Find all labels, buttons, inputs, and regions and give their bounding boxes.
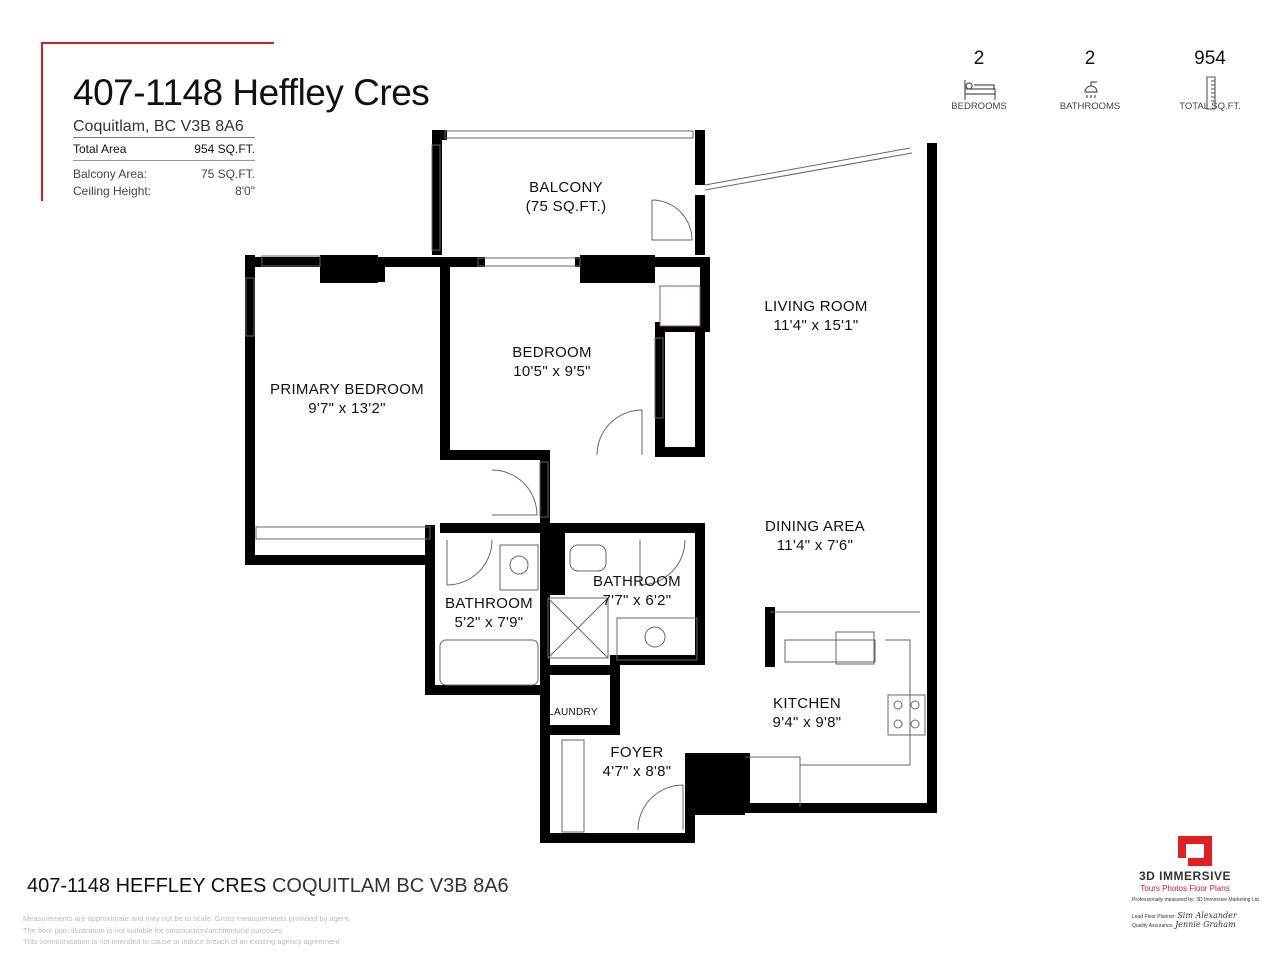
room-living: LIVING ROOM 11'4" x 15'1"	[764, 297, 867, 335]
total-area-label: Total Area	[73, 142, 127, 156]
room-name: LIVING ROOM	[764, 298, 868, 315]
room-size: 9'4" x 9'8"	[772, 714, 842, 731]
total-area-value: 954 SQ.FT.	[194, 142, 255, 156]
property-city: Coquitlam, BC V3B 8A6	[73, 118, 255, 138]
sqft-count: 954	[1194, 48, 1226, 69]
room-name: BATHROOM	[593, 573, 681, 590]
shower-icon	[1084, 81, 1098, 98]
lead-planner-signature: Sim Alexander	[1177, 911, 1237, 920]
stat-sqft: 954 TOTAL SQ.FT.	[1160, 48, 1260, 112]
room-size: 7'7" x 6'2"	[602, 592, 672, 609]
room-kitchen: KITCHEN 9'4" x 9'8"	[773, 694, 842, 732]
balcony-area-value: 75 SQ.FT.	[200, 167, 255, 181]
footer-address-city: COQUITLAM BC V3B 8A6	[271, 875, 509, 897]
room-bathroom-2: BATHROOM 7'7" x 6'2"	[593, 572, 681, 610]
room-name: KITCHEN	[773, 695, 841, 712]
walls	[245, 130, 937, 843]
column	[580, 255, 655, 283]
fixtures	[245, 130, 926, 833]
room-name: LAUNDRY	[548, 707, 598, 718]
balcony-area-label: Balcony Area:	[73, 167, 148, 181]
lead-planner-label: Lead Floor Planner:	[1132, 914, 1176, 920]
room-name: BALCONY	[529, 179, 603, 196]
room-size: 9'7" x 13'2"	[308, 400, 386, 417]
lead-planner: Lead Floor Planner: Sim Alexander	[1132, 911, 1237, 920]
bathrooms-count: 2	[1084, 48, 1096, 69]
ceiling-height-row: Ceiling Height: 8'0"	[73, 184, 255, 198]
room-primary-bedroom: PRIMARY BEDROOM 9'7" x 13'2"	[270, 380, 424, 418]
footer-address: 407-1148 HEFFLEY CRES COQUITLAM BC V3B 8…	[27, 875, 509, 898]
bathrooms-label: BATHROOMS	[1059, 101, 1121, 112]
accent-line-top	[41, 42, 274, 44]
brand-logo-icon	[1178, 836, 1212, 866]
room-bedroom: BEDROOM 10'5" x 9'5"	[512, 343, 592, 381]
disclaimer-line: Measurements are approximate and may not…	[23, 914, 351, 923]
ruler-icon	[1206, 76, 1216, 110]
accent-line-left	[41, 42, 43, 201]
bedrooms-label: BEDROOMS	[951, 101, 1007, 112]
room-name: DINING AREA	[765, 518, 865, 535]
balcony-area-row: Balcony Area: 75 SQ.FT.	[73, 167, 255, 181]
room-balcony: BALCONY (75 SQ.FT.)	[526, 178, 607, 216]
sqft-label: TOTAL SQ.FT.	[1179, 101, 1241, 112]
total-area-row: Total Area 954 SQ.FT.	[73, 142, 255, 161]
qa-label: Quality Assurance:	[1132, 923, 1174, 929]
room-size: 10'5" x 9'5"	[513, 363, 591, 380]
room-size: 4'7" x 8'8"	[602, 763, 672, 780]
room-name: PRIMARY BEDROOM	[270, 381, 424, 398]
stat-bathrooms: 2 BATHROOMS	[1040, 48, 1140, 112]
room-name: BEDROOM	[512, 344, 592, 361]
room-laundry: LAUNDRY	[548, 707, 598, 719]
disclaimer-line: The floor plan illustration is not suita…	[23, 926, 284, 935]
brand-tagline: Tours Photos Floor Plans	[1140, 884, 1230, 893]
room-size: (75 SQ.FT.)	[525, 198, 607, 215]
room-dining: DINING AREA 11'4" x 7'6"	[765, 517, 865, 555]
room-size: 5'2" x 7'9"	[454, 614, 524, 631]
room-bathroom-1: BATHROOM 5'2" x 7'9"	[445, 594, 533, 632]
stat-bedrooms: 2 BEDROOMS	[929, 48, 1029, 112]
disclaimer-line: This communication is not intended to ca…	[23, 937, 340, 946]
property-title: 407-1148 Heffley Cres	[73, 72, 430, 113]
qa-signature: Jennie Graham	[1175, 920, 1236, 929]
column	[690, 757, 745, 815]
bedrooms-count: 2	[973, 48, 985, 69]
room-foyer: FOYER 4'7" x 8'8"	[603, 743, 672, 781]
ceiling-height-label: Ceiling Height:	[73, 184, 152, 198]
room-name: BATHROOM	[445, 595, 533, 612]
bed-icon	[964, 80, 996, 100]
column	[540, 525, 565, 595]
column	[320, 255, 378, 283]
brand-name: 3D IMMERSIVE	[1138, 869, 1231, 883]
quality-assurance: Quality Assurance: Jennie Graham	[1132, 920, 1236, 929]
room-size: 11'4" x 15'1"	[773, 317, 859, 334]
ceiling-height-value: 8'0"	[235, 184, 255, 198]
footer-address-street: 407-1148 HEFFLEY CRES	[27, 875, 267, 897]
room-name: FOYER	[610, 744, 664, 761]
room-size: 11'4" x 7'6"	[776, 537, 854, 554]
measured-by: Professionally measured by: 3D Immersive…	[1132, 897, 1261, 903]
